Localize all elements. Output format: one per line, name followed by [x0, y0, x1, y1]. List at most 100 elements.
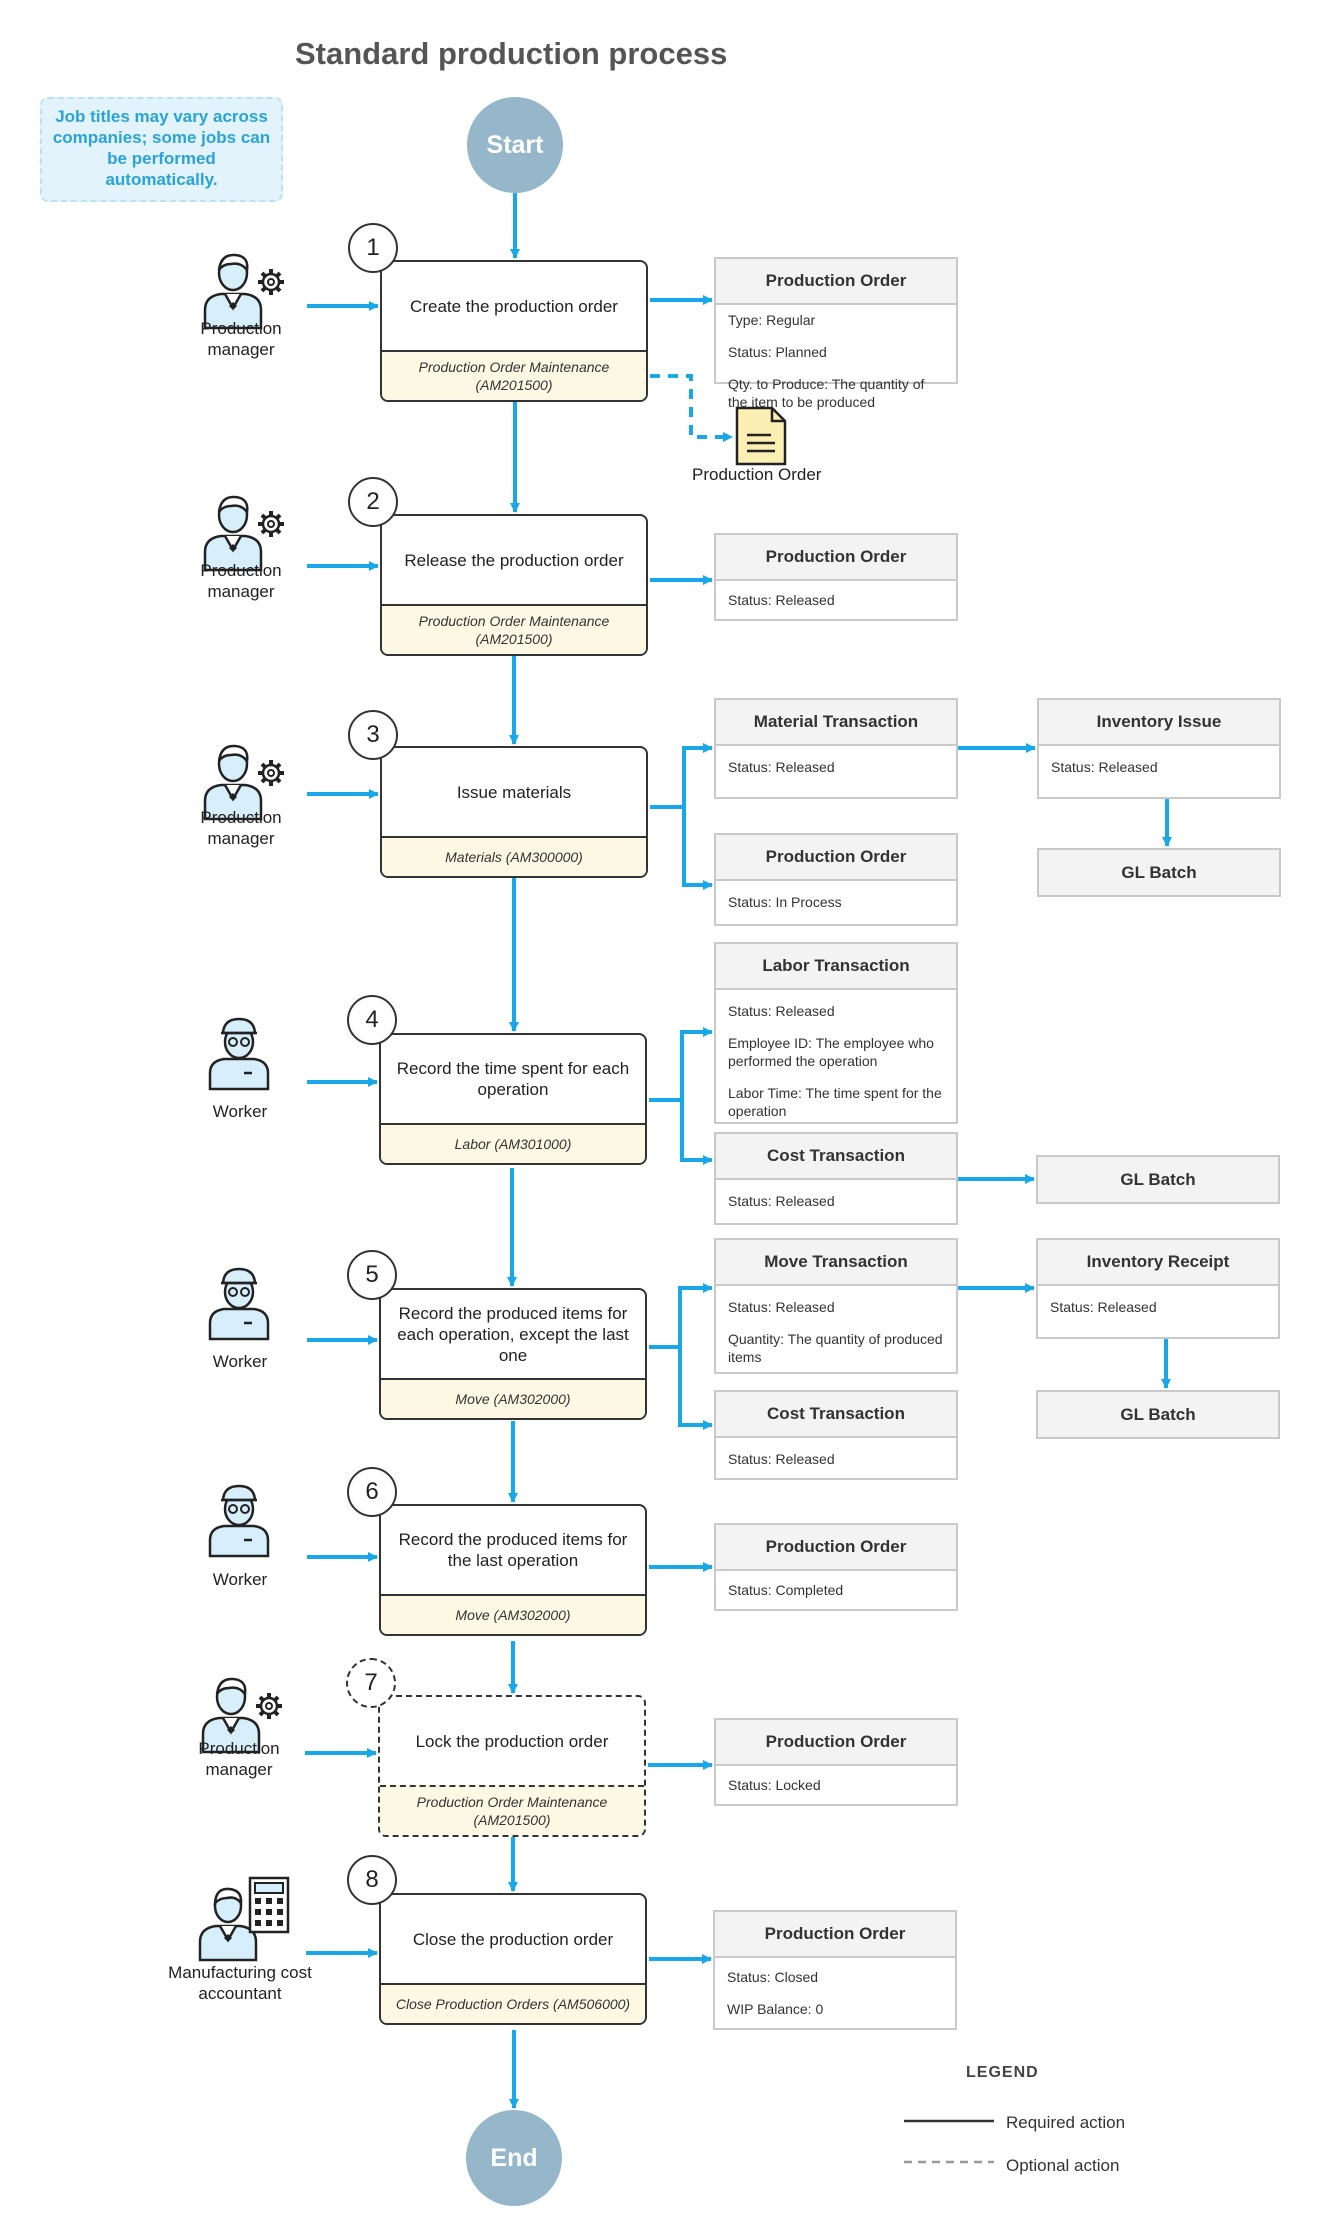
- entity-field: Status: Released: [728, 1299, 835, 1315]
- entity-title: Production Order: [716, 835, 956, 881]
- legend-required-label: Required action: [1006, 2113, 1126, 2132]
- entity-field: Status: Released: [728, 1193, 835, 1209]
- entity-field: Status: Closed: [727, 1969, 819, 1985]
- entity-title: Cost Transaction: [716, 1134, 956, 1180]
- entity-field: Status: Released: [728, 759, 835, 775]
- actor-label: Worker: [212, 1352, 268, 1371]
- step-number-badge: 2: [348, 477, 398, 527]
- flow-arrow: [680, 1100, 713, 1165]
- entity-field: Status: Released: [728, 592, 835, 608]
- entity-title: Move Transaction: [716, 1240, 956, 1286]
- entity-field: Status: Released: [1051, 759, 1158, 775]
- actor-label: Production manager: [200, 319, 282, 359]
- entity-fields: Status: In Process: [716, 881, 956, 911]
- step-number-badge: 3: [348, 710, 398, 760]
- step-number-badge: 6: [347, 1467, 397, 1517]
- flow-arrow: [649, 1283, 713, 1349]
- entity-field: Status: Released: [1050, 1299, 1157, 1315]
- cost-accountant-icon: [192, 1876, 292, 1967]
- entity-field: Status: Released: [728, 1451, 835, 1467]
- step-form-label: Production Order Maintenance (AM201500): [380, 1785, 644, 1835]
- actor-label: Worker: [212, 1570, 268, 1589]
- actor-label: Production manager: [200, 808, 282, 848]
- process-step-box: Record the time spent for each operation…: [379, 1033, 647, 1165]
- entity-field: Status: Locked: [728, 1777, 821, 1793]
- actor-label: Worker: [212, 1102, 268, 1121]
- entity-title: Production Order: [715, 1912, 955, 1958]
- entity-title: Cost Transaction: [716, 1392, 956, 1438]
- entity-title: GL Batch: [1038, 1392, 1278, 1439]
- step-form-label: Move (AM302000): [381, 1594, 645, 1634]
- entity-fields: Status: Released: [716, 746, 956, 776]
- entity-title: Labor Transaction: [716, 944, 956, 990]
- production-manager-icon: [193, 246, 293, 335]
- production-manager-icon: [193, 488, 293, 577]
- step-action-label: Record the produced items for the last o…: [398, 1530, 628, 1570]
- entity-fields: Status: Completed: [716, 1571, 956, 1599]
- legend-optional-label: Optional action: [1006, 2156, 1120, 2175]
- entity-field: Status: Completed: [728, 1582, 844, 1598]
- entity-field: Status: In Process: [728, 894, 842, 910]
- actor-label: Manufacturing cost accountant: [168, 1963, 312, 2003]
- diagram-title: Standard production process: [295, 36, 728, 71]
- entity-box: GL Batch: [1036, 1155, 1280, 1204]
- entity-title: Production Order: [716, 1525, 956, 1571]
- production-manager-icon: [191, 1670, 291, 1759]
- actor-label: Production manager: [200, 561, 282, 601]
- entity-title: GL Batch: [1038, 1157, 1278, 1204]
- start-terminal: Start: [467, 97, 563, 193]
- entity-title: Production Order: [716, 259, 956, 305]
- step-number-badge: 7: [346, 1658, 396, 1708]
- actor-label: Production manager: [198, 1739, 280, 1779]
- flow-arrow: [650, 743, 713, 809]
- worker-icon: [204, 1265, 274, 1346]
- entity-fields: Status: Released: [716, 581, 956, 609]
- entity-field: Status: Planned: [728, 344, 827, 360]
- entity-title: Material Transaction: [716, 700, 956, 746]
- step-action-label: Record the time spent for each operation: [396, 1059, 630, 1099]
- step-form-label: Production Order Maintenance (AM201500): [382, 350, 646, 400]
- optional-arrow: [650, 374, 733, 442]
- step-action-label: Release the production order: [404, 550, 624, 570]
- entity-title: Inventory Receipt: [1038, 1240, 1278, 1286]
- step-form-label: Move (AM302000): [381, 1378, 645, 1418]
- worker-icon: [204, 1015, 274, 1096]
- step-action-label: Close the production order: [412, 1929, 614, 1949]
- step-number-badge: 8: [347, 1855, 397, 1905]
- flow-arrow: [649, 1027, 713, 1102]
- entity-field: Type: Regular: [728, 312, 816, 328]
- legend-title: LEGEND: [966, 2064, 1039, 2081]
- document-label: Production Order: [692, 465, 822, 484]
- entity-field: WIP Balance: 0: [727, 2001, 824, 2017]
- entity-fields: Status: Released: [1038, 1286, 1278, 1316]
- step-action-label: Create the production order: [410, 296, 618, 316]
- step-form-label: Labor (AM301000): [381, 1123, 645, 1163]
- entity-field: Qty. to Produce: The quantity of the ite…: [728, 376, 925, 410]
- entity-field: Quantity: The quantity of produced items: [728, 1331, 943, 1365]
- entity-title: Inventory Issue: [1039, 700, 1279, 746]
- production-manager-icon: [193, 737, 293, 826]
- entity-fields: Status: Released: [1039, 746, 1279, 776]
- flow-arrow: [678, 1347, 713, 1430]
- step-number-badge: 1: [348, 223, 398, 273]
- step-action-label: Record the produced items for each opera…: [397, 1303, 629, 1365]
- entity-title: Production Order: [716, 535, 956, 581]
